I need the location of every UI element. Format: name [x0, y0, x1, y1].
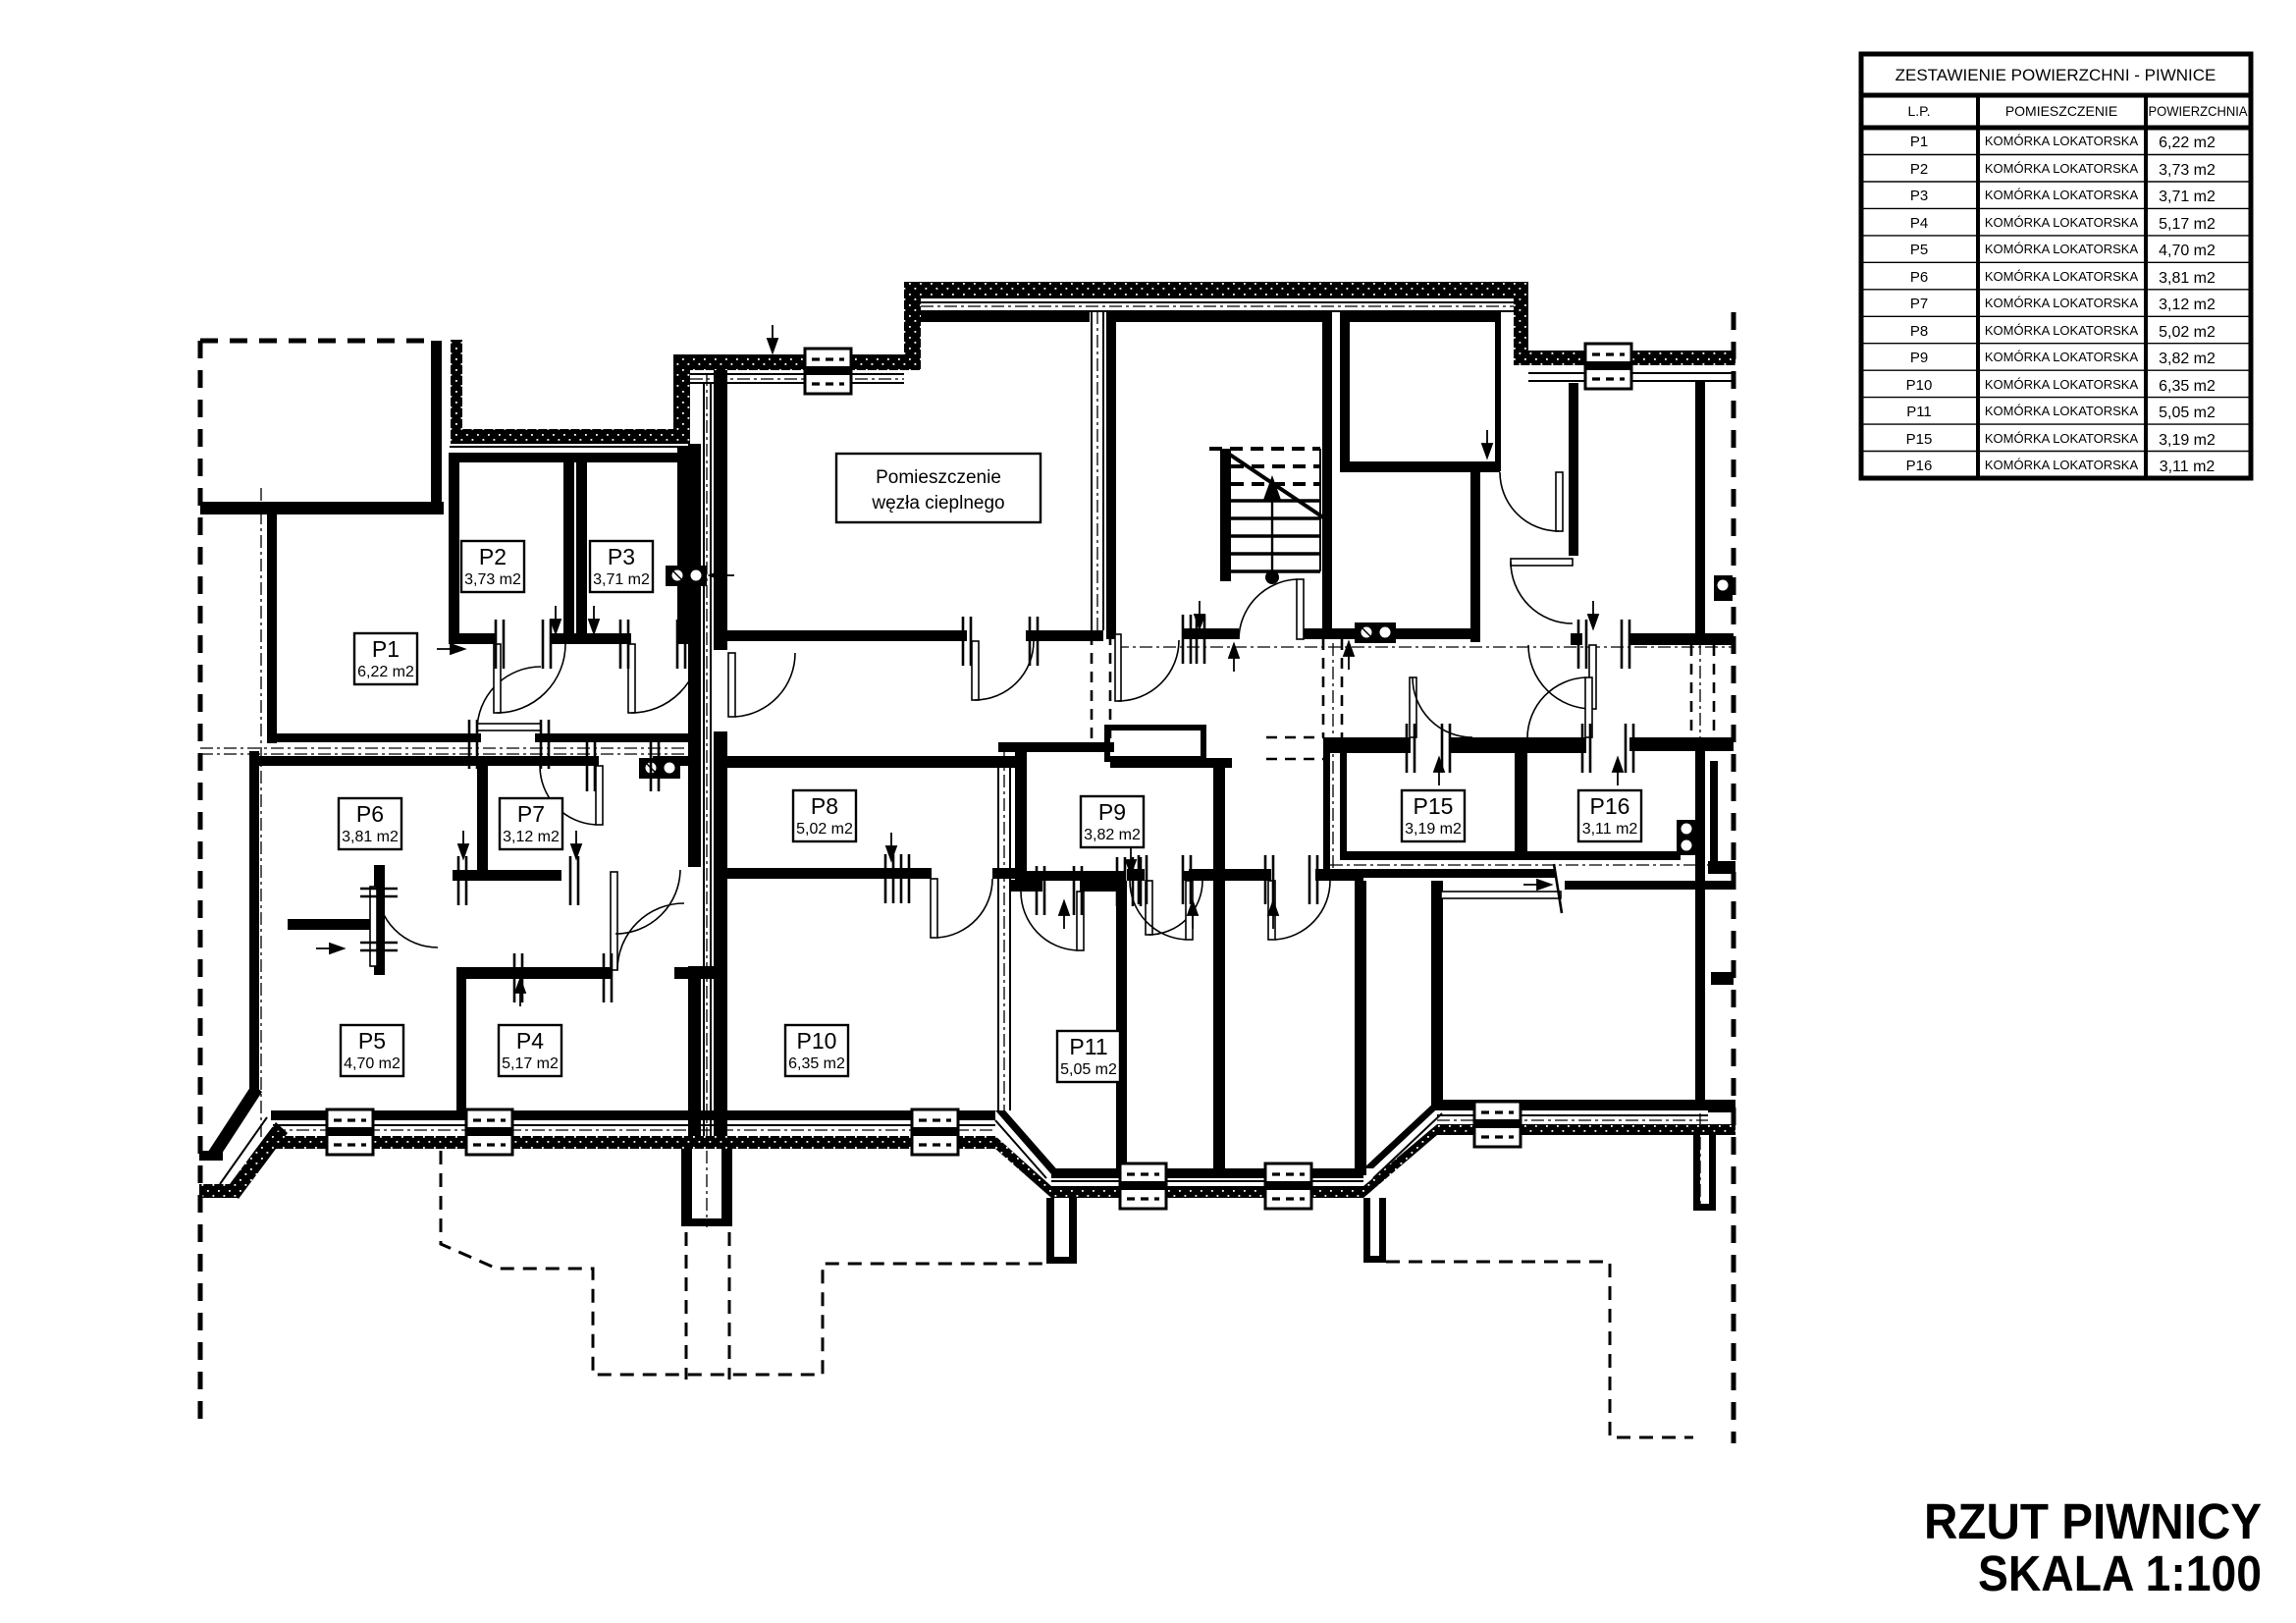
svg-text:5,02 m2: 5,02 m2	[2159, 324, 2216, 341]
svg-text:P5: P5	[358, 1028, 386, 1054]
svg-text:3,12 m2: 3,12 m2	[503, 829, 560, 845]
svg-text:4,70 m2: 4,70 m2	[2159, 243, 2216, 259]
svg-text:5,17 m2: 5,17 m2	[2159, 216, 2216, 233]
svg-text:5,17 m2: 5,17 m2	[502, 1055, 559, 1072]
svg-text:3,71 m2: 3,71 m2	[593, 571, 650, 588]
svg-text:6,35 m2: 6,35 m2	[788, 1055, 845, 1072]
svg-text:3,11 m2: 3,11 m2	[1582, 821, 1638, 838]
svg-text:P6: P6	[1910, 269, 1928, 286]
svg-text:P16: P16	[1590, 793, 1630, 819]
svg-text:P7: P7	[1910, 296, 1928, 312]
svg-text:P8: P8	[811, 793, 838, 819]
svg-text:3,19 m2: 3,19 m2	[2159, 432, 2216, 449]
svg-text:P16: P16	[1906, 458, 1933, 474]
svg-text:3,71 m2: 3,71 m2	[2159, 189, 2216, 205]
svg-text:P6: P6	[356, 801, 384, 827]
svg-text:5,05 m2: 5,05 m2	[2159, 405, 2216, 421]
svg-text:KOMÓRKA LOKATORSKA: KOMÓRKA LOKATORSKA	[1985, 242, 2139, 256]
svg-text:3,81 m2: 3,81 m2	[342, 829, 399, 845]
svg-text:P15: P15	[1414, 793, 1454, 819]
svg-text:P2: P2	[479, 544, 507, 569]
svg-text:P8: P8	[1910, 323, 1928, 340]
svg-text:KOMÓRKA LOKATORSKA: KOMÓRKA LOKATORSKA	[1985, 215, 2139, 230]
svg-text:P10: P10	[1906, 377, 1933, 394]
svg-text:6,22 m2: 6,22 m2	[2159, 135, 2216, 151]
svg-text:P3: P3	[608, 544, 635, 569]
svg-text:KOMÓRKA LOKATORSKA: KOMÓRKA LOKATORSKA	[1985, 458, 2139, 472]
svg-text:3,19 m2: 3,19 m2	[1405, 821, 1462, 838]
svg-text:KOMÓRKA LOKATORSKA: KOMÓRKA LOKATORSKA	[1985, 404, 2139, 418]
svg-text:KOMÓRKA LOKATORSKA: KOMÓRKA LOKATORSKA	[1985, 269, 2139, 284]
svg-text:P10: P10	[797, 1028, 837, 1054]
svg-text:3,73 m2: 3,73 m2	[464, 571, 521, 588]
svg-text:P11: P11	[1069, 1034, 1107, 1059]
svg-text:KOMÓRKA LOKATORSKA: KOMÓRKA LOKATORSKA	[1985, 134, 2139, 148]
svg-text:POWIERZCHNIA: POWIERZCHNIA	[2149, 103, 2249, 119]
svg-text:3,82 m2: 3,82 m2	[2159, 351, 2216, 367]
svg-text:3,11 m2: 3,11 m2	[2160, 459, 2216, 475]
svg-text:RZUT PIWNICY: RZUT PIWNICY	[1924, 1493, 2262, 1549]
svg-text:6,22 m2: 6,22 m2	[357, 664, 414, 680]
svg-text:P4: P4	[1910, 215, 1928, 232]
svg-text:Pomieszczenie: Pomieszczenie	[876, 467, 1001, 488]
svg-text:6,35 m2: 6,35 m2	[2159, 378, 2216, 395]
svg-text:ZESTAWIENIE POWIERZCHNI - PIWN: ZESTAWIENIE POWIERZCHNI - PIWNICE	[1896, 66, 2216, 84]
svg-text:KOMÓRKA LOKATORSKA: KOMÓRKA LOKATORSKA	[1985, 323, 2139, 338]
svg-text:P1: P1	[372, 636, 400, 662]
svg-text:4,70 m2: 4,70 m2	[344, 1055, 400, 1072]
svg-text:KOMÓRKA LOKATORSKA: KOMÓRKA LOKATORSKA	[1985, 188, 2139, 202]
svg-text:KOMÓRKA LOKATORSKA: KOMÓRKA LOKATORSKA	[1985, 350, 2139, 364]
svg-text:KOMÓRKA LOKATORSKA: KOMÓRKA LOKATORSKA	[1985, 377, 2139, 392]
svg-text:5,02 m2: 5,02 m2	[796, 821, 853, 838]
svg-text:P9: P9	[1910, 350, 1928, 366]
svg-text:węzła cieplnego: węzła cieplnego	[871, 493, 1004, 514]
svg-text:3,81 m2: 3,81 m2	[2159, 270, 2216, 287]
svg-text:P7: P7	[517, 801, 545, 827]
svg-text:P11: P11	[1906, 404, 1932, 420]
svg-text:L.P.: L.P.	[1907, 103, 1930, 119]
svg-text:SKALA 1:100: SKALA 1:100	[1978, 1545, 2262, 1601]
svg-text:KOMÓRKA LOKATORSKA: KOMÓRKA LOKATORSKA	[1985, 161, 2139, 176]
svg-text:3,82 m2: 3,82 m2	[1084, 827, 1141, 843]
svg-text:P3: P3	[1910, 188, 1928, 204]
svg-text:P4: P4	[516, 1028, 544, 1054]
svg-text:KOMÓRKA LOKATORSKA: KOMÓRKA LOKATORSKA	[1985, 431, 2139, 446]
svg-text:POMIESZCZENIE: POMIESZCZENIE	[2005, 103, 2117, 119]
svg-text:5,05 m2: 5,05 m2	[1060, 1061, 1117, 1078]
svg-text:P15: P15	[1906, 431, 1933, 448]
svg-text:3,73 m2: 3,73 m2	[2159, 162, 2216, 179]
svg-text:P5: P5	[1910, 242, 1928, 258]
svg-text:KOMÓRKA LOKATORSKA: KOMÓRKA LOKATORSKA	[1985, 296, 2139, 310]
svg-text:3,12 m2: 3,12 m2	[2159, 297, 2216, 313]
svg-text:P9: P9	[1098, 799, 1126, 825]
svg-text:P1: P1	[1910, 134, 1928, 150]
svg-text:P2: P2	[1910, 161, 1928, 178]
